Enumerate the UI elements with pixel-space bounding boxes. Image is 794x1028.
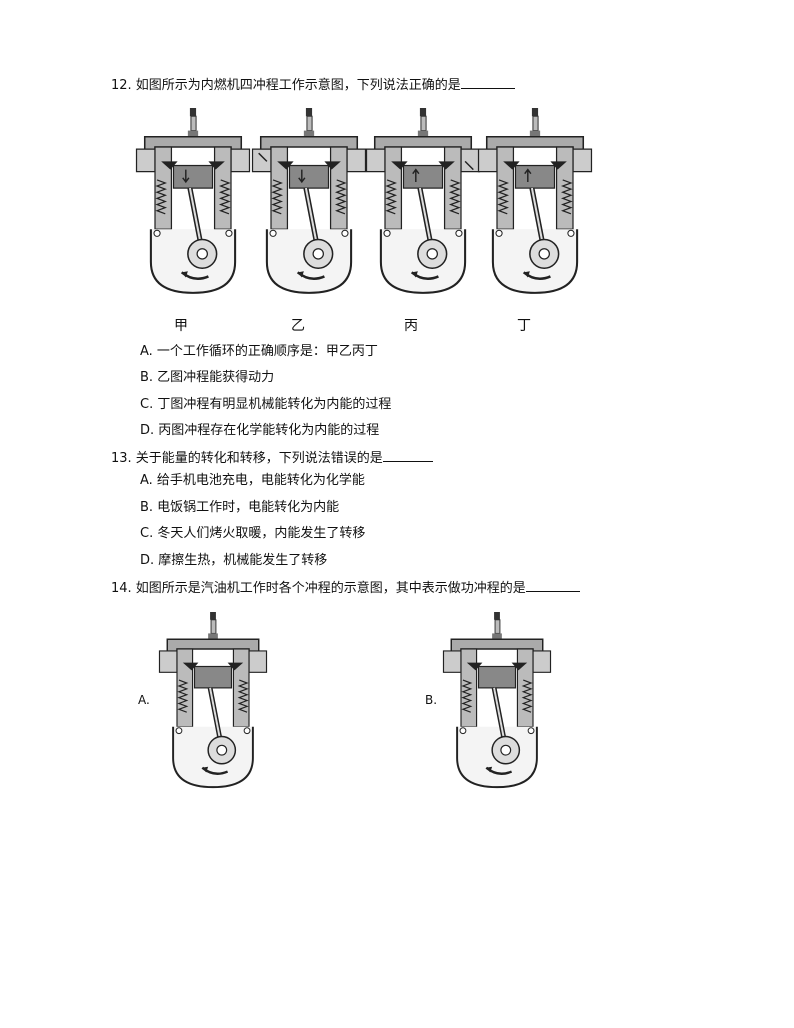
q14-option-b-label[interactable]: B. <box>425 693 438 707</box>
q13-option-c[interactable]: C. 冬天人们烤火取暖，内能发生了转移 <box>140 526 366 541</box>
q12-option-c[interactable]: C. 丁图冲程有明显机械能转化为内能的过程 <box>140 397 392 412</box>
q14-stem: 14. 如图所示是汽油机工作时各个冲程的示意图，其中表示做功冲程的是 <box>111 580 580 597</box>
q12-option-a[interactable]: A. 一个工作循环的正确顺序是：甲乙丙丁 <box>140 344 378 359</box>
q13-stem-text: 13. 关于能量的转化和转移，下列说法错误的是 <box>111 451 383 466</box>
q12-option-b[interactable]: B. 乙图冲程能获得动力 <box>140 370 275 385</box>
q13-option-d[interactable]: D. 摩擦生热，机械能发生了转移 <box>140 553 328 568</box>
q12-stem: 12. 如图所示为内燃机四冲程工作示意图，下列说法正确的是 <box>111 77 515 94</box>
q12-figure-yi <box>244 108 374 298</box>
q12-caption-ding: 丁 <box>517 318 531 334</box>
q12-option-d[interactable]: D. 丙图冲程存在化学能转化为内能的过程 <box>140 423 380 438</box>
q13-option-b[interactable]: B. 电饭锅工作时，电能转化为内能 <box>140 500 340 515</box>
q14-answer-blank[interactable] <box>525 580 580 592</box>
q14-option-b-figure[interactable] <box>442 612 552 792</box>
q12-caption-yi: 乙 <box>291 318 305 334</box>
q13-option-a[interactable]: A. 给手机电池充电，电能转化为化学能 <box>140 473 365 488</box>
q13-stem: 13. 关于能量的转化和转移，下列说法错误的是 <box>111 450 433 467</box>
q14-option-a-figure[interactable] <box>158 612 268 792</box>
q12-stem-text: 12. 如图所示为内燃机四冲程工作示意图，下列说法正确的是 <box>111 78 461 93</box>
q12-caption-bing: 丙 <box>404 318 418 334</box>
q14-option-a-label[interactable]: A. <box>138 693 150 707</box>
q12-figure-jia <box>128 108 258 298</box>
q12-answer-blank[interactable] <box>460 77 515 89</box>
q12-figure-ding <box>470 108 600 298</box>
q14-stem-text: 14. 如图所示是汽油机工作时各个冲程的示意图，其中表示做功冲程的是 <box>111 581 526 596</box>
q13-answer-blank[interactable] <box>382 450 433 462</box>
q12-caption-jia: 甲 <box>174 318 188 334</box>
q12-figure-bing <box>358 108 488 298</box>
